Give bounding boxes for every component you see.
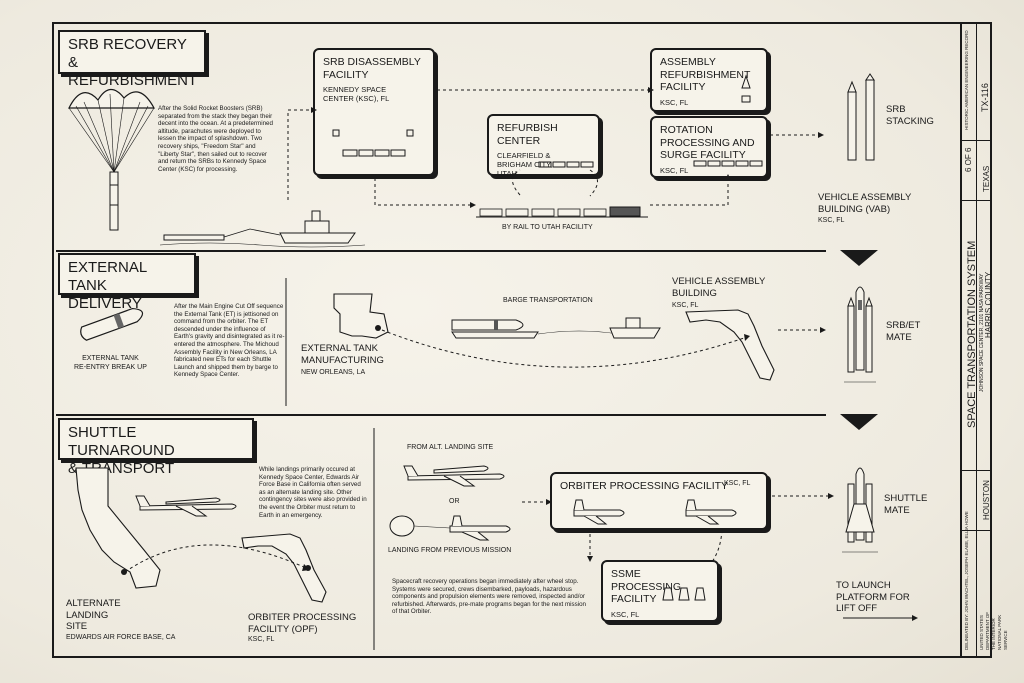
vab-label: VEHICLE ASSEMBLY BUILDING (VAB)	[818, 192, 912, 215]
alternate-landing-location: EDWARDS AIR FORCE BASE, CA	[66, 634, 176, 641]
assembly-refurbishment-title: ASSEMBLY REFURBISHMENT FACILITY	[660, 56, 751, 93]
california-map	[75, 467, 161, 589]
ssme-title: SSME PROCESSING FACILITY	[611, 568, 682, 605]
shuttle-section-title: SHUTTLE TURNAROUND & TRANSPORT	[58, 418, 254, 477]
tb-delineated: DELINEATED BY: JOHN WACHTEL, JOSEPH ELAB…	[964, 511, 969, 650]
tb-project: SPACE TRANSPORTATION SYSTEM	[966, 240, 978, 428]
down-arrow-1	[840, 250, 878, 266]
louisiana-map	[333, 293, 389, 339]
et-vab-label: VEHICLE ASSEMBLY BUILDING	[672, 276, 766, 299]
florida-map-et	[685, 309, 775, 381]
et-manufacturing-label: EXTERNAL TANK MANUFACTURING	[301, 343, 384, 366]
opf-label: ORBITER PROCESSING FACILITY (OPF)	[248, 612, 357, 635]
opf-box-title: ORBITER PROCESSING FACILITY	[560, 480, 729, 492]
or-label: OR	[449, 498, 460, 505]
launch-platform-label: TO LAUNCH PLATFORM FOR LIFT OFF	[836, 580, 910, 614]
vab-location: KSC, FL	[818, 217, 845, 224]
alternate-landing-label: ALTERNATE LANDING SITE	[66, 598, 121, 632]
tb-number: TX-116	[980, 83, 990, 112]
external-tank-icon	[80, 307, 144, 341]
tb-survey: HISTORIC AMERICAN ENGINEERING RECORD	[964, 30, 969, 130]
tb-agency: UNITED STATES DEPARTMENT OF THE INTERIOR…	[979, 611, 1008, 650]
rotation-processing-title: ROTATION PROCESSING AND SURGE FACILITY	[660, 124, 755, 161]
parachute-illustration	[68, 88, 156, 231]
opf-location: KSC, FL	[248, 636, 275, 643]
srb-segments-icon	[332, 129, 414, 157]
srb-disassembly-title: SRB DISASSEMBLY FACILITY	[323, 56, 421, 81]
srb-et-mate-illustration	[844, 286, 876, 383]
refurbish-center-location: CLEARFIELD & BRIGHAM CITY, UTAH	[497, 151, 553, 178]
et-manufacturing-location: NEW ORLEANS, LA	[301, 369, 366, 376]
srb-et-mate-label: SRB/ET MATE	[886, 320, 921, 343]
barge-label: BARGE TRANSPORTATION	[503, 297, 593, 304]
shuttle-mate-illustration	[842, 467, 878, 553]
srb-paragraph: After the Solid Rocket Boosters (SRB) se…	[158, 105, 273, 173]
ssme-location: KSC, FL	[611, 609, 640, 619]
rotation-processing-location: KSC, FL	[660, 165, 689, 175]
rotation-segments-icon	[693, 160, 763, 167]
rail-train-illustration	[476, 206, 648, 218]
et-section-title: EXTERNAL TANK DELIVERY	[58, 253, 196, 312]
title-block-divider-vertical	[976, 22, 977, 658]
tb-sheet: 6 OF 6	[964, 147, 973, 172]
opf-box-location: KSC, FL	[724, 480, 751, 487]
shuttle-paragraph: While landings primarily occured at Kenn…	[259, 466, 367, 519]
refurbish-segments-icon	[538, 161, 594, 168]
landing-previous-label: LANDING FROM PREVIOUS MISSION	[388, 547, 512, 554]
assembly-refurbishment-location: KSC, FL	[660, 97, 689, 107]
srb-section-title: SRB RECOVERY & REFURBISHMENT	[58, 30, 206, 89]
orbiter-icons	[573, 499, 737, 525]
tb-county: HARRIS COUNTY	[984, 271, 993, 338]
tb-city: HOUSTON	[982, 480, 991, 520]
rail-label: BY RAIL TO UTAH FACILITY	[502, 224, 593, 231]
drawing-frame	[52, 22, 992, 658]
rotation-processing-facility-box: ROTATION PROCESSING AND SURGE FACILITY K…	[650, 116, 768, 178]
et-vab-location: KSC, FL	[672, 302, 699, 309]
srb-disassembly-facility-box: SRB DISASSEMBLY FACILITY KENNEDY SPACE C…	[313, 48, 435, 176]
orbiter-processing-facility-box: ORBITER PROCESSING FACILITY KSC, FL	[550, 472, 768, 530]
down-arrow-2	[840, 414, 878, 430]
tb-state: TEXAS	[982, 165, 991, 192]
recovery-paragraph: Spacecraft recovery operations began imm…	[392, 578, 586, 616]
section-divider-2	[56, 414, 826, 416]
ssme-processing-facility-box: SSME PROCESSING FACILITY KSC, FL	[601, 560, 719, 622]
refurbish-center-title: REFURBISH CENTER	[497, 122, 558, 147]
section-divider-1	[56, 250, 826, 252]
ssme-engine-icons	[662, 587, 706, 601]
et-paragraph: After the Main Engine Cut Off sequence t…	[174, 303, 285, 379]
title-block	[960, 22, 992, 658]
from-alt-landing-label: FROM ALT. LANDING SITE	[407, 444, 494, 451]
refurbish-center-box: REFURBISH CENTER CLEARFIELD & BRIGHAM CI…	[487, 114, 600, 178]
barge-illustration	[451, 317, 661, 339]
srb-disassembly-location: KENNEDY SPACE CENTER (KSC), FL	[323, 85, 390, 103]
et-breakup-label: EXTERNAL TANK RE-ENTRY BREAK UP	[74, 355, 147, 371]
assembly-refurbishment-facility-box: ASSEMBLY REFURBISHMENT FACILITY KSC, FL	[650, 48, 768, 112]
shuttle-mate-label: SHUTTLE MATE	[884, 493, 928, 516]
ferry-aircraft-icon	[403, 465, 505, 487]
srb-nosecone-icon	[741, 74, 751, 103]
srb-stacking-label: SRB STACKING	[886, 104, 934, 127]
recovery-ship-illustration	[159, 210, 366, 248]
srb-stacking-illustration	[847, 73, 875, 161]
orbiter-landing-icon	[389, 515, 511, 541]
carrier-aircraft-illustration	[135, 495, 237, 517]
